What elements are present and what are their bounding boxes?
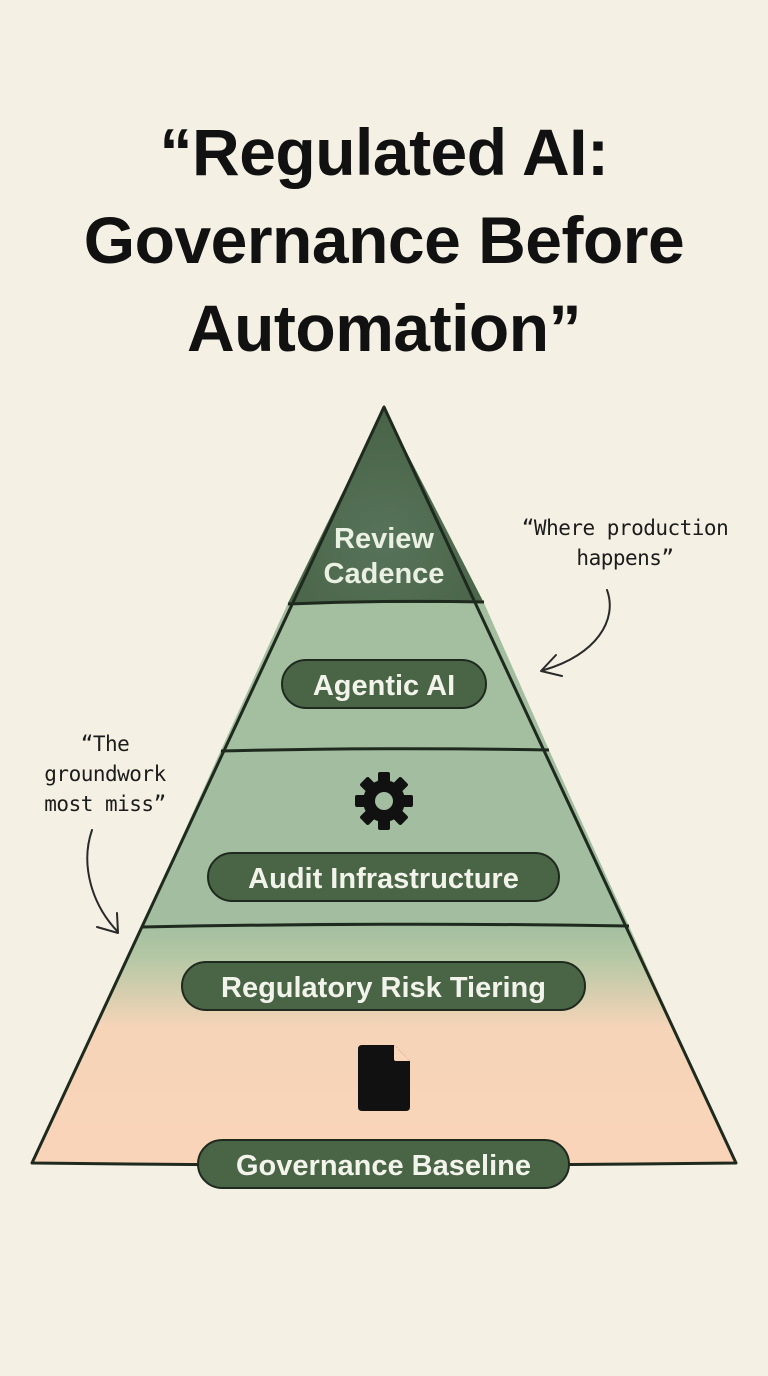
tier-label-review: Review <box>334 523 434 555</box>
tier-label-review-cadence: Review Cadence <box>284 522 484 592</box>
right-annotation-arrow <box>543 589 611 671</box>
title-line-3: Automation” <box>186 291 582 365</box>
annotation-left-line-2: groundwork <box>44 762 166 786</box>
tier-label-cadence: Cadence <box>323 558 445 590</box>
annotation-right-line-2: happens” <box>576 546 674 570</box>
left-annotation-arrowhead <box>96 912 119 934</box>
pill-audit-infrastructure: Audit Infrastructure <box>207 852 560 902</box>
left-annotation-arrow <box>86 829 119 933</box>
divider-line-3 <box>141 922 630 929</box>
document-icon <box>358 1045 410 1111</box>
pill-agentic-ai: Agentic AI <box>281 659 487 709</box>
annotation-left: “The groundwork most miss” <box>30 729 180 819</box>
annotation-left-line-1: “The <box>80 732 130 756</box>
annotation-right: “Where production happens” <box>500 513 750 573</box>
tier-review-cadence <box>288 408 484 603</box>
divider-line-1 <box>287 599 485 606</box>
page-title: “Regulated AI: Governance Before Automat… <box>0 108 768 372</box>
title-line-1: “Regulated AI: <box>159 115 609 189</box>
annotation-right-line-1: “Where production <box>521 516 729 540</box>
annotation-left-line-3: most miss” <box>44 792 166 816</box>
gear-icon <box>355 772 413 830</box>
divider-line-2 <box>220 747 550 753</box>
right-annotation-arrowhead <box>540 654 563 677</box>
pill-governance-baseline: Governance Baseline <box>197 1139 570 1189</box>
title-line-2: Governance Before <box>83 203 685 277</box>
pill-regulatory-risk-tiering: Regulatory Risk Tiering <box>181 961 586 1011</box>
